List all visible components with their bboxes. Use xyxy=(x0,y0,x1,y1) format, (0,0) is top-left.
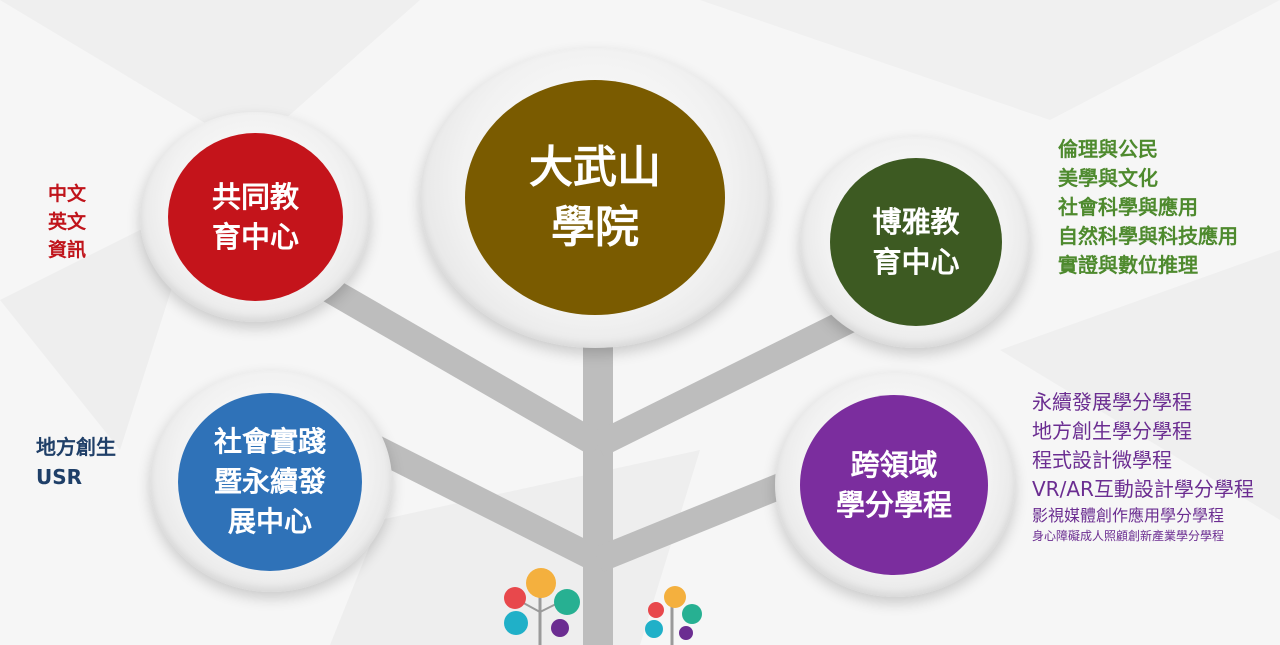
liberal-item: 實證與數位推理 xyxy=(1058,253,1198,277)
cross-items-clip: 永續發展學分學程 地方創生學分學程 程式設計微學程 VR/AR互動設計學分學程 … xyxy=(1032,388,1280,578)
social-node-line2: 暨永續發 xyxy=(213,465,326,498)
liberal-node-line1: 博雅教 xyxy=(872,205,960,239)
social-node-line1: 社會實踐 xyxy=(213,425,326,458)
center-node-line2: 學院 xyxy=(551,201,639,253)
common-item: 中文 xyxy=(48,183,87,205)
cross-item: 永續發展學分學程 xyxy=(1032,390,1192,414)
liberal-item: 美學與文化 xyxy=(1058,166,1158,190)
liberal-item: 自然科學與科技應用 xyxy=(1058,224,1238,248)
social-item: 地方創生 xyxy=(36,435,116,459)
common-node-line1: 共同教 xyxy=(211,180,299,214)
common-item: 資訊 xyxy=(48,239,87,261)
social-practice-node: 社會實踐 暨永續發 展中心 xyxy=(178,393,362,571)
liberal-node-line2: 育中心 xyxy=(872,245,960,279)
liberal-education-node: 博雅教 育中心 xyxy=(830,158,1002,326)
small-tree-icon-right xyxy=(645,586,702,645)
social-items-list: 地方創生 USR xyxy=(36,432,116,492)
common-node-line2: 育中心 xyxy=(211,220,299,254)
cross-domain-node: 跨領域 學分學程 xyxy=(800,395,988,575)
cross-item: 地方創生學分學程 xyxy=(1032,419,1192,443)
cross-item: 身心障礙成人照顧創新產業學分學程 xyxy=(1032,529,1225,543)
cross-item: VR/AR互動設計學分學程 xyxy=(1032,477,1254,501)
liberal-item: 社會科學與應用 xyxy=(1058,195,1198,219)
common-items-list: 中文 英文 資訊 xyxy=(48,180,86,264)
social-item: USR xyxy=(36,465,83,489)
cross-node-line2: 學分學程 xyxy=(835,488,952,522)
small-tree-icon-left xyxy=(504,568,580,645)
cross-item: 影視媒體創作應用學分學程 xyxy=(1032,506,1225,525)
common-education-node: 共同教 育中心 xyxy=(168,133,343,301)
cross-items-list: 永續發展學分學程 地方創生學分學程 程式設計微學程 VR/AR互動設計學分學程 … xyxy=(1032,388,1254,544)
center-node-line1: 大武山 xyxy=(529,141,661,193)
cross-node-line1: 跨領域 xyxy=(850,448,938,482)
social-node-line3: 展中心 xyxy=(227,505,312,538)
center-node: 大武山 學院 xyxy=(465,80,725,315)
liberal-item: 倫理與公民 xyxy=(1058,137,1158,161)
common-item: 英文 xyxy=(48,211,87,233)
cross-item: 程式設計微學程 xyxy=(1032,448,1172,472)
liberal-items-list: 倫理與公民 美學與文化 社會科學與應用 自然科學與科技應用 實證與數位推理 xyxy=(1058,135,1238,280)
